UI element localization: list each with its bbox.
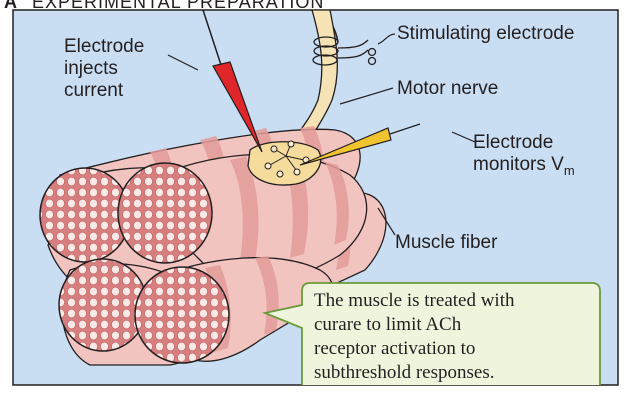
electrode-injects-line-2: injects <box>64 58 118 79</box>
electrode-monitors-text: monitors V <box>473 154 564 175</box>
panel-heading: A EXPERIMENTAL PREPARATION <box>4 0 324 13</box>
muscle-fiber-label: Muscle fiber <box>395 232 498 253</box>
note-box <box>261 282 601 385</box>
fiber-cross-section-2 <box>117 162 213 264</box>
note-line-3: receptor activation to <box>314 338 476 359</box>
panel-letter: A <box>4 0 18 12</box>
note-line-4: subthreshold responses. <box>314 362 495 383</box>
injecting-electrode <box>212 61 263 153</box>
fiber-cross-section-4 <box>134 266 230 364</box>
electrode-injects-line-3: current <box>64 80 124 101</box>
panel-title: EXPERIMENTAL PREPARATION <box>32 0 325 12</box>
nerve-terminal-branches <box>264 140 310 178</box>
electrode-injects-label: Electrode injects current <box>64 36 144 102</box>
motor-nerve-label: Motor nerve <box>397 78 499 99</box>
fiber-cross-section-1 <box>39 167 131 263</box>
electrode-monitors-line-2: monitors Vm <box>473 154 575 182</box>
stimulating-electrode-label: Stimulating electrode <box>397 23 575 44</box>
note-line-1: The muscle is treated with <box>314 290 515 311</box>
electrode-monitors-label: Electrode monitors Vm <box>473 132 575 182</box>
note-line-2: curare to limit ACh <box>314 314 462 335</box>
vm-subscript: m <box>563 163 575 178</box>
stimulating-electrode-coil <box>312 36 377 66</box>
injecting-electrode-wire <box>202 10 223 69</box>
curare-note: The muscle is treated with curare to lim… <box>314 289 604 385</box>
monitoring-electrode-wire <box>389 123 421 135</box>
fiber-cross-section-3 <box>58 258 148 352</box>
electrode-monitors-line-1: Electrode <box>473 132 554 153</box>
label-leader-lines <box>167 33 476 236</box>
monitoring-electrode <box>299 127 392 166</box>
electrode-injects-line-1: Electrode <box>64 36 145 57</box>
motor-endplate <box>247 141 322 186</box>
